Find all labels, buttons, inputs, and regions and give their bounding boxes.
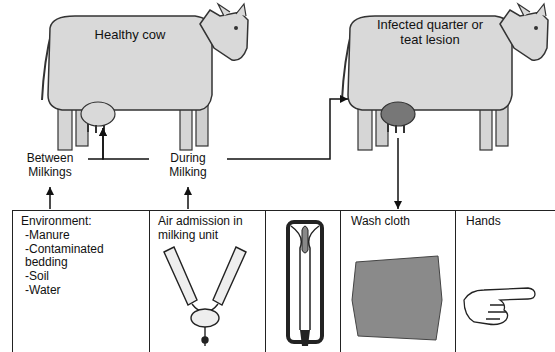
route-label: During Milking [152,152,224,184]
flow-arrow [227,99,348,159]
source-box: Hands [456,210,555,352]
cow-body-label: Infected quarter or teat lesion [350,14,510,136]
flow-arrow [187,187,189,209]
label-text: During Milking [152,152,224,180]
cow-body-label: Healthy cow [48,14,212,126]
label-text: Between Milkings [14,152,86,180]
flow-arrow [88,128,103,159]
label-text: Healthy cow [52,28,208,43]
label-text: -Water [21,284,121,298]
flow-arrow [49,187,51,209]
infected-udder [381,102,415,133]
milking-claw [164,247,246,346]
label-text: Infected quarter or teat lesion [370,18,490,48]
label-text: -Contaminated bedding [21,243,121,271]
infected-cow-figure [342,4,548,150]
box-heading: Environment: [21,215,117,229]
hand-figure [464,288,535,325]
healthy-cow-figure [42,4,248,150]
liner-cell-border [266,210,340,211]
box-heading: Wash cloth [351,215,449,229]
box-heading: Air admission in milking unit [158,215,254,243]
healthy-udder [81,102,115,133]
source-box: Environment:-Manure-Contaminated bedding… [12,210,150,352]
source-box: Air admission in milking unit [150,210,266,352]
flow-arrow [397,138,399,209]
teat-cup-liner [288,222,322,346]
source-box: Wash cloth [340,210,456,352]
route-label: Between Milkings [14,152,86,184]
label-text: -Manure [21,229,121,243]
box-heading: Hands [466,215,549,229]
wash-cloth-figure [352,256,442,340]
label-text: -Soil [21,270,121,284]
flow-arrow [103,128,149,159]
